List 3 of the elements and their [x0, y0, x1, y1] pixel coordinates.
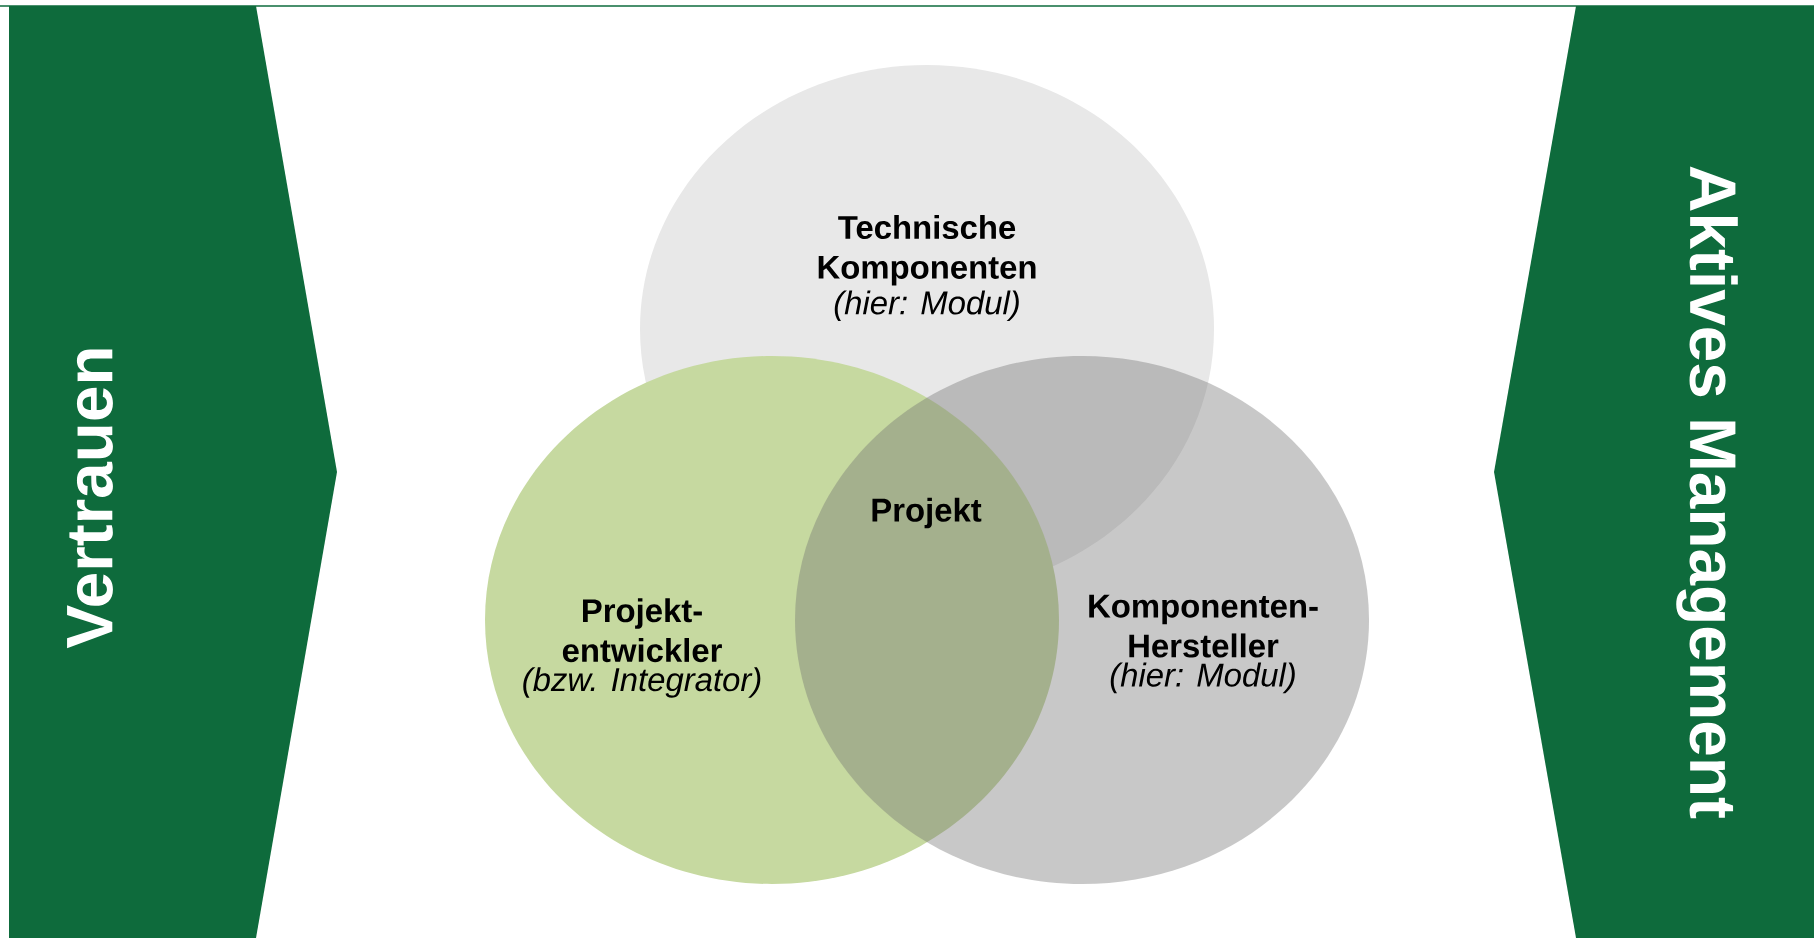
arrow-band: Aktives Management: [1494, 6, 1814, 938]
arrow-band: Vertrauen: [9, 6, 337, 938]
region-label: Projekt: [872, 497, 982, 529]
